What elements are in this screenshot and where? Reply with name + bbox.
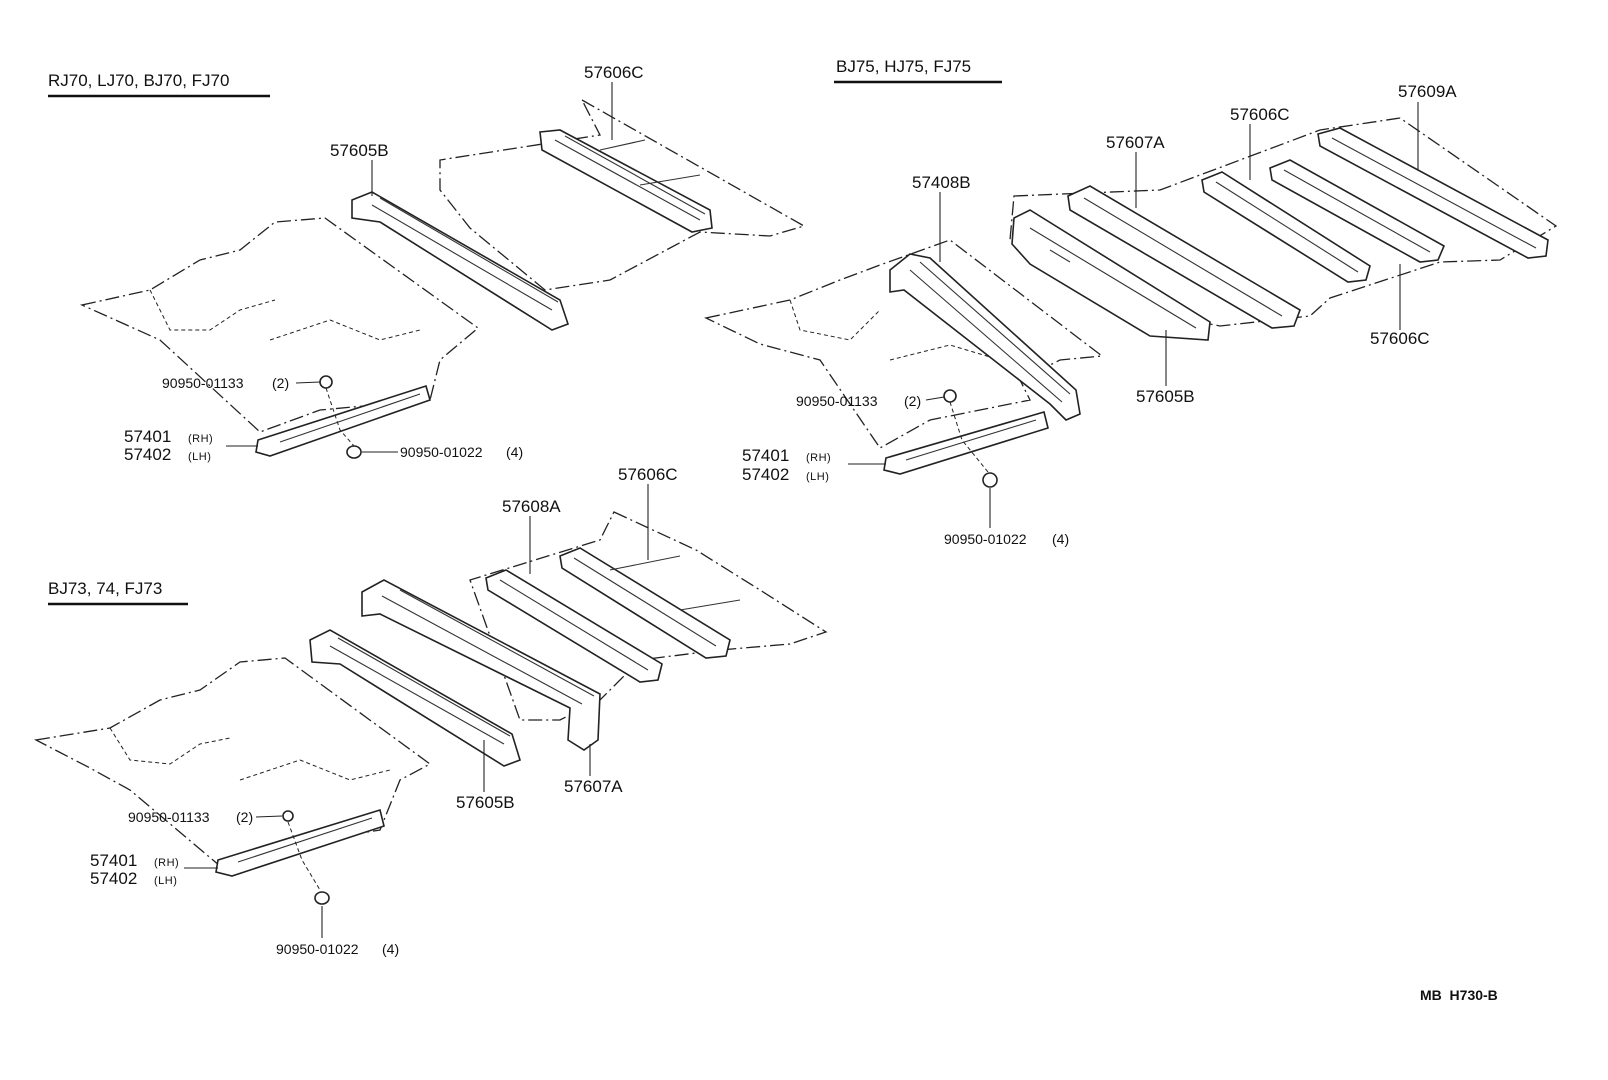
crossmember-57605b: [1011, 209, 1211, 341]
label-57609a: 57609A: [1398, 82, 1457, 101]
plug-90950-01022: [982, 472, 998, 488]
side-57401: (RH): [188, 433, 213, 445]
qty-90950-01022: (4): [1052, 531, 1069, 547]
side-rail-57401-57402: [255, 384, 431, 457]
label-57607a: 57607A: [564, 777, 623, 796]
floor-contour: [269, 319, 421, 341]
side-57401: (RH): [154, 857, 179, 869]
crossmember-rib: [329, 637, 511, 745]
side-rail-57401-57402: [883, 410, 1049, 475]
label-57606c-b: 57606C: [1370, 329, 1430, 348]
label-57402: 57402: [90, 869, 137, 888]
crossmember-rib: [573, 555, 741, 647]
side-57402: (LH): [188, 451, 211, 463]
crossmember-rib: [1215, 181, 1359, 273]
group-bottom: BJ73, 74, FJ73: [33, 465, 828, 957]
grommet-90950-01133: [282, 810, 294, 822]
crossmember-57606c: [539, 129, 713, 233]
side-rail-holes: [279, 393, 421, 443]
label-57607a: 57607A: [1106, 133, 1165, 152]
dashed-leader: [287, 821, 321, 891]
qty-90950-01133: (2): [236, 809, 253, 825]
plug-90950-01022: [346, 445, 362, 459]
front-floor-outline: [33, 657, 432, 867]
qty-90950-01133: (2): [904, 393, 921, 409]
label-57402: 57402: [124, 445, 171, 464]
crossmember-57605b: [351, 191, 570, 331]
side-57401: (RH): [806, 452, 831, 464]
crossmember-rib: [1029, 227, 1197, 329]
side-rail-holes: [905, 419, 1037, 461]
floor-contour: [789, 299, 881, 341]
side-rail-holes: [237, 817, 373, 863]
grommet-90950-01133: [943, 389, 957, 403]
label-90950-01022: 90950-01022: [944, 531, 1027, 547]
crossmember-57607a: [361, 579, 601, 751]
group-top-left: RJ70, LJ70, BJ70, FJ70 57606C 57605B 909…: [48, 63, 806, 464]
label-90950-01133: 90950-01133: [796, 393, 878, 409]
group-top-right: BJ75, HJ75, FJ75: [704, 57, 1558, 547]
crossmember-rib: [1083, 197, 1283, 317]
leader-90950-01133: [925, 396, 945, 401]
crossmember-rib: [1283, 169, 1431, 253]
reference-code: MB H730-B: [1420, 987, 1498, 1003]
label-57408b: 57408B: [912, 173, 971, 192]
floor-contour: [239, 759, 391, 781]
label-57401: 57401: [124, 427, 171, 446]
label-57605b: 57605B: [1136, 387, 1195, 406]
label-57401: 57401: [90, 851, 137, 870]
grommet-90950-01133: [319, 375, 333, 389]
label-57605b: 57605B: [456, 793, 515, 812]
dashed-leader: [325, 387, 355, 447]
qty-90950-01022: (4): [382, 941, 399, 957]
crossmember-rib: [371, 197, 559, 311]
label-90950-01022: 90950-01022: [400, 444, 483, 460]
crossmember-slots: [599, 139, 701, 186]
label-57606c: 57606C: [584, 63, 644, 82]
group-header-bottom: BJ73, 74, FJ73: [48, 579, 162, 598]
leader-90950-01133: [255, 815, 283, 818]
front-floor-outline: [79, 217, 480, 433]
floor-contour: [109, 727, 231, 765]
label-57606c: 57606C: [1230, 105, 1290, 124]
label-90950-01133: 90950-01133: [162, 375, 244, 391]
label-57606c: 57606C: [618, 465, 678, 484]
label-57401: 57401: [742, 446, 789, 465]
crossmember-57408b: [889, 253, 1081, 421]
crossmember-rib: [1331, 137, 1537, 249]
side-57402: (LH): [806, 471, 829, 483]
side-57402: (LH): [154, 875, 177, 887]
leader-90950-01133: [295, 381, 321, 384]
qty-90950-01022: (4): [506, 444, 523, 460]
side-rail-57401-57402: [215, 808, 385, 877]
label-57605b: 57605B: [330, 141, 389, 160]
crossmember-rib: [381, 589, 595, 705]
qty-90950-01133: (2): [272, 375, 289, 391]
floor-contour: [149, 289, 276, 331]
label-57402: 57402: [742, 465, 789, 484]
crossmember-rib: [554, 135, 706, 221]
group-header-top-right: BJ75, HJ75, FJ75: [836, 57, 971, 76]
plug-90950-01022: [314, 891, 330, 905]
crossmember-rib: [909, 261, 1071, 403]
crossmember-rib: [499, 579, 649, 671]
label-90950-01022: 90950-01022: [276, 941, 359, 957]
rear-floor-outline: [439, 98, 806, 291]
group-header-top-left: RJ70, LJ70, BJ70, FJ70: [48, 71, 229, 90]
label-57608a: 57608A: [502, 497, 561, 516]
label-90950-01133: 90950-01133: [128, 809, 210, 825]
